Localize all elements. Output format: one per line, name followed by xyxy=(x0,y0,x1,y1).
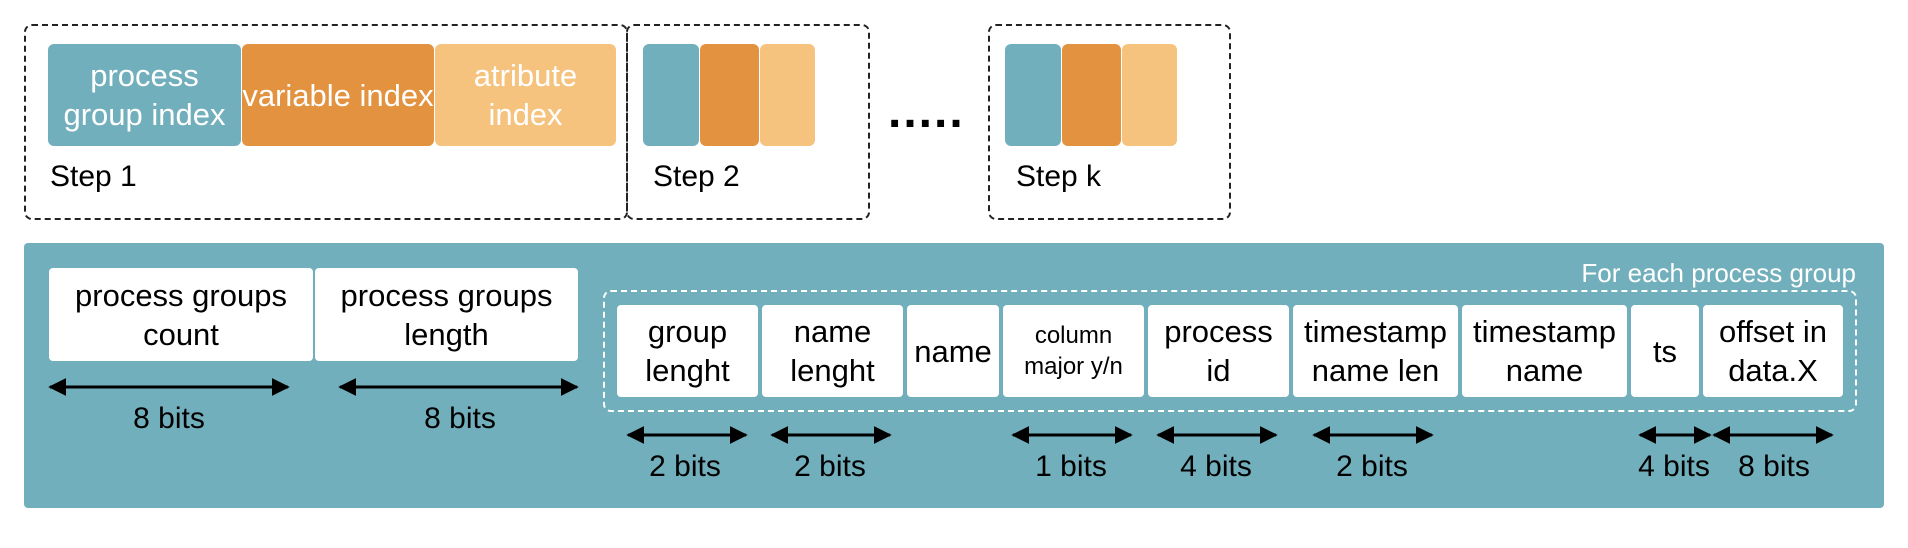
per-process-group-caption: For each process group xyxy=(1581,258,1856,288)
ts-bits: 4 bits xyxy=(1638,450,1710,483)
step-2-label: Step 2 xyxy=(653,160,740,193)
process-group-index-block: process group index xyxy=(48,44,241,146)
offset-in-data-bits: 8 bits xyxy=(1738,450,1810,483)
name-length-field: name lenght xyxy=(762,305,903,397)
variable-index-block: variable index xyxy=(242,44,434,146)
step-1-label: Step 1 xyxy=(50,160,137,193)
step-k-process-group-block xyxy=(1005,44,1061,146)
ts-field: ts xyxy=(1631,305,1699,397)
process-id-bits: 4 bits xyxy=(1180,450,1252,483)
attribute-index-block: atribute index xyxy=(435,44,616,146)
step-k-variable-block xyxy=(1062,44,1121,146)
offset-in-data-field: offset in data.X xyxy=(1703,305,1843,397)
timestamp-name-len-field: timestamp name len xyxy=(1293,305,1458,397)
process-groups-length-bits: 8 bits xyxy=(424,402,496,435)
column-major-field: column major y/n xyxy=(1003,305,1144,397)
group-length-field: group lenght xyxy=(617,305,758,397)
process-groups-count-box: process groups count xyxy=(49,268,313,361)
step-2-process-group-block xyxy=(643,44,699,146)
step-k-attribute-block xyxy=(1122,44,1177,146)
step-k-label: Step k xyxy=(1016,160,1102,193)
timestamp-name-len-bits: 2 bits xyxy=(1336,450,1408,483)
name-length-bits: 2 bits xyxy=(794,450,866,483)
process-groups-count-bits: 8 bits xyxy=(133,402,205,435)
process-id-field: process id xyxy=(1148,305,1289,397)
step-k-group xyxy=(988,24,1231,220)
per-process-group-frame xyxy=(603,290,1857,412)
ellipsis: ..... xyxy=(888,85,965,138)
group-length-bits: 2 bits xyxy=(649,450,721,483)
timestamp-name-field: timestamp name xyxy=(1462,305,1627,397)
step-2-group xyxy=(626,24,870,220)
step-2-attribute-block xyxy=(760,44,815,146)
name-field: name xyxy=(907,305,999,397)
step-2-variable-block xyxy=(700,44,759,146)
process-groups-length-box: process groups length xyxy=(315,268,578,361)
column-major-bits: 1 bits xyxy=(1035,450,1107,483)
